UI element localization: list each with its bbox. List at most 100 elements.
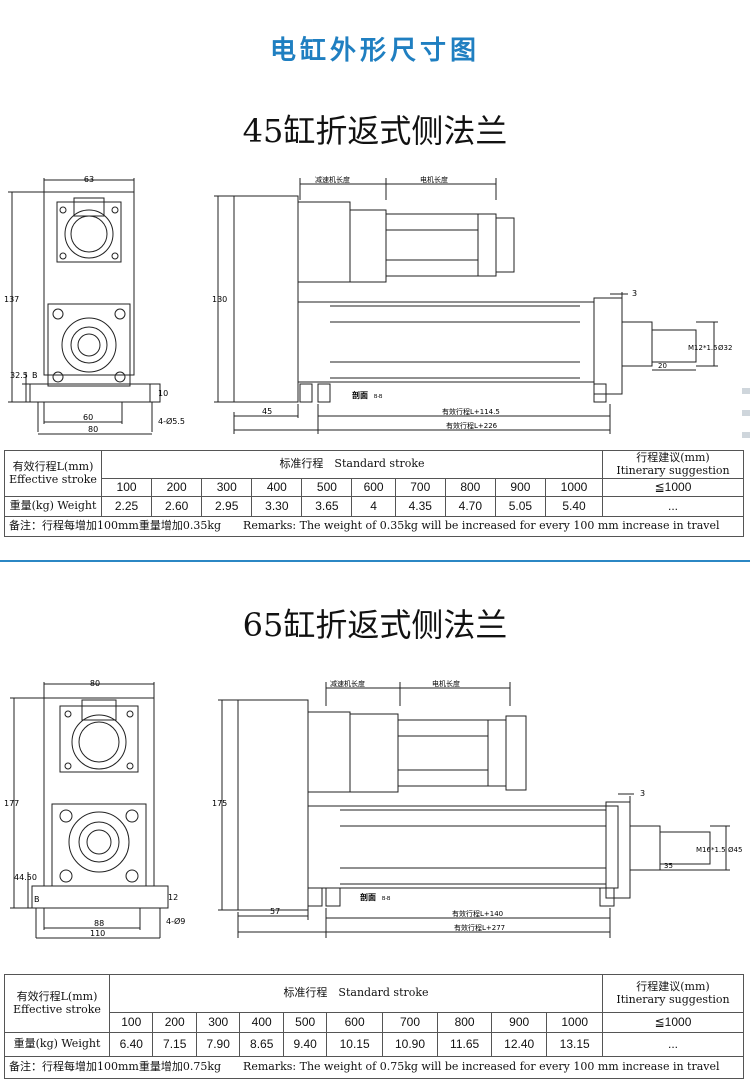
col-head-cn: 有效行程L(mm) — [16, 989, 98, 1003]
dim-side-height: 175 — [212, 799, 227, 808]
section-tag: B-B — [374, 394, 383, 400]
stroke-cell: 1000 — [546, 1012, 603, 1033]
motor-length-label: 电机长度 — [432, 679, 460, 688]
weight-cell: 9.40 — [282, 1032, 328, 1057]
dim-rod-dia: Ø32 — [718, 344, 732, 352]
dim-bottom-inner: 60 — [83, 413, 93, 422]
dim-bottom-outer: 80 — [88, 425, 98, 434]
weight-cell: 11.65 — [437, 1032, 492, 1057]
stroke-cell: 400 — [239, 1012, 284, 1033]
weight-cell: 6.40 — [108, 1032, 154, 1057]
col-head-cell: 有效行程L(mm) Effective stroke — [4, 974, 110, 1033]
remarks-note: 备注：行程每增加100mm重量增加0.35kg Remarks: The wei… — [4, 516, 744, 537]
stroke-cell: 100 — [108, 1012, 154, 1033]
dim-gap: 3 — [632, 289, 637, 298]
col-head-cell: 有效行程L(mm) Effective stroke — [4, 450, 102, 497]
sug-en: Itinerary suggestion — [616, 463, 730, 477]
suggestion-cell: 行程建议(mm) Itinerary suggestion — [602, 450, 744, 479]
side-view-drawing: 减速机长度 电机长度 175 3 M16*1.5 Ø45 35 57 剖面 B-… — [210, 676, 750, 946]
dim-width: 80 — [90, 679, 100, 688]
dim-tab: 12 — [168, 893, 178, 902]
weight-cell: 8.65 — [239, 1032, 284, 1057]
spec-table: 有效行程L(mm) Effective stroke 标准行程 Standard… — [4, 974, 744, 1079]
weight-cell: 7.90 — [195, 1032, 241, 1057]
stroke-cell: 700 — [381, 1012, 439, 1033]
weight-cell: 4.70 — [444, 496, 496, 517]
page-title: 电缸外形尺寸图 — [269, 36, 480, 66]
stroke-cell: 300 — [195, 1012, 241, 1033]
stroke-cell: 800 — [437, 1012, 492, 1033]
edge-mark — [742, 432, 750, 438]
dim-width: 63 — [84, 175, 94, 184]
weight-suggestion: ... — [602, 1032, 744, 1057]
stroke-row: 100 200 300 400 500 600 700 800 900 1000… — [5, 478, 744, 497]
stroke-cell: 700 — [394, 478, 446, 497]
dim-offset: 44.50 — [14, 873, 37, 882]
weight-row: 重量(kg) Weight 2.25 2.60 2.95 3.30 3.65 4… — [4, 496, 744, 517]
weight-label: 重量(kg) Weight — [4, 496, 102, 517]
weight-cell: 10.15 — [326, 1032, 383, 1057]
weight-cell: 3.65 — [301, 496, 353, 517]
section-title: 45缸折返式侧法兰 — [242, 112, 508, 150]
col-head-cn: 有效行程L(mm) — [12, 459, 94, 473]
col-head-en: Effective stroke — [9, 472, 97, 486]
weight-row: 重量(kg) Weight 6.40 7.15 7.90 8.65 9.40 1… — [4, 1032, 744, 1057]
section-label: 剖面 — [352, 390, 368, 400]
stroke-cell: 500 — [301, 478, 353, 497]
stroke-row: 100 200 300 400 500 600 700 800 900 1000… — [5, 1012, 744, 1033]
stroke-cell: 600 — [326, 1012, 383, 1033]
dim-offset: 32.5 — [10, 371, 28, 380]
dim-rod-thread: M16*1.5 — [696, 846, 726, 854]
stroke-cell: 200 — [152, 1012, 197, 1033]
suggestion-cell: 行程建议(mm) Itinerary suggestion — [602, 974, 744, 1013]
dim-gap: 3 — [640, 789, 645, 798]
stroke-cell: 600 — [351, 478, 396, 497]
dim-rod-len: 35 — [664, 862, 673, 870]
edge-mark — [742, 388, 750, 394]
stroke-cell: 900 — [490, 1012, 548, 1033]
dim-stroke-2: 有效行程L+277 — [454, 923, 505, 932]
std-stroke-label: 标准行程 Standard stroke — [109, 974, 603, 1013]
dim-rod-len: 20 — [658, 362, 667, 370]
edge-mark — [742, 410, 750, 416]
motor-length-label: 电机长度 — [420, 175, 448, 184]
dim-side-height: 130 — [212, 295, 227, 304]
reducer-length-label: 减速机长度 — [330, 679, 365, 688]
spec-table: 有效行程L(mm) Effective stroke 标准行程 Standard… — [4, 450, 744, 537]
weight-cell: 2.25 — [100, 496, 153, 517]
remarks-note: 备注：行程每增加100mm重量增加0.75kg Remarks: The wei… — [4, 1056, 744, 1079]
dim-rod-thread: M12*1.5 — [688, 344, 718, 352]
front-view-drawing: 80 177 44.50 B 12 4-Ø9 88 110 — [0, 676, 200, 946]
dim-hole: 4-Ø9 — [166, 916, 185, 926]
stroke-cell: 1000 — [544, 478, 604, 497]
weight-cell: 10.90 — [381, 1032, 439, 1057]
weight-cell: 5.40 — [544, 496, 604, 517]
col-head-en: Effective stroke — [13, 1002, 101, 1016]
dim-rod-dia: Ø45 — [728, 846, 742, 854]
dim-bottom-inner: 88 — [94, 919, 104, 928]
section-title: 65缸折返式侧法兰 — [242, 606, 508, 644]
note-row: 备注：行程每增加100mm重量增加0.35kg Remarks: The wei… — [4, 516, 744, 537]
stroke-cell: 300 — [201, 478, 253, 497]
dim-height: 137 — [4, 295, 19, 304]
stroke-cell: 900 — [494, 478, 546, 497]
sug-cn: 行程建议(mm) — [636, 979, 710, 993]
weight-label: 重量(kg) Weight — [4, 1032, 110, 1057]
weight-cell: 2.60 — [151, 496, 203, 517]
suggestion-value: ≦1000 — [602, 1012, 744, 1033]
weight-cell: 13.15 — [546, 1032, 603, 1057]
stroke-cell: 800 — [444, 478, 496, 497]
note-row: 备注：行程每增加100mm重量增加0.75kg Remarks: The wei… — [4, 1056, 744, 1079]
weight-cell: 5.05 — [494, 496, 546, 517]
dim-start: 45 — [262, 407, 272, 416]
sug-cn: 行程建议(mm) — [636, 450, 710, 464]
stroke-cell: 100 — [100, 478, 153, 497]
dim-stroke-1: 有效行程L+114.5 — [442, 407, 500, 416]
dim-bottom-outer: 110 — [90, 929, 105, 938]
dim-tab: 10 — [158, 389, 168, 398]
weight-cell: 4.35 — [394, 496, 446, 517]
suggestion-value: ≦1000 — [602, 478, 744, 497]
reducer-length-label: 减速机长度 — [315, 175, 350, 184]
weight-cell: 4 — [351, 496, 396, 517]
dim-height: 177 — [4, 799, 19, 808]
